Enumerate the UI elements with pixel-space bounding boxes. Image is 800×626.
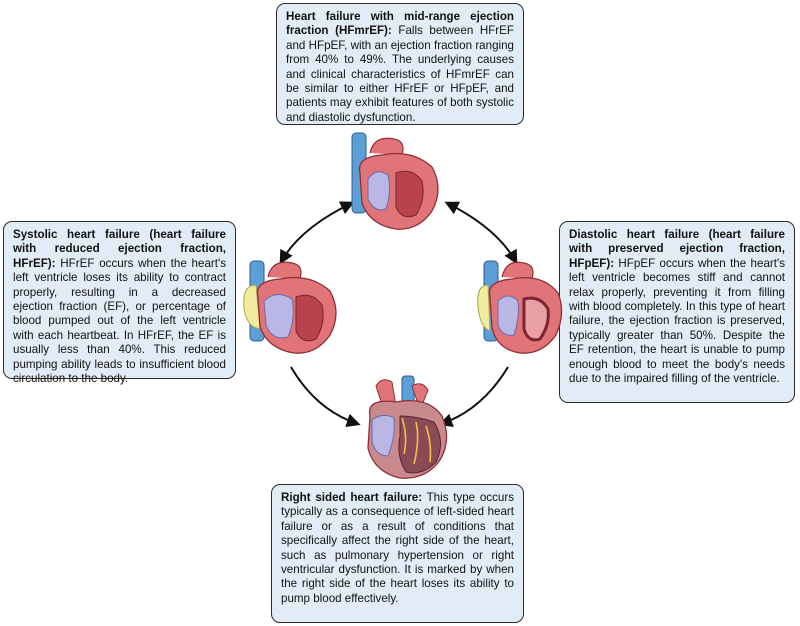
heart-mid-range-icon xyxy=(351,132,439,230)
right-sided-text: This type occurs typically as a conseque… xyxy=(281,491,514,605)
hfref-text: HFrEF occurs when the heart's left ventr… xyxy=(13,256,226,386)
hfpef-text: HFpEF occurs when the heart's left ventr… xyxy=(569,256,785,386)
hfmref-heading: Heart failure with mid-range ejection fr… xyxy=(286,10,514,38)
right-sided-heading: Right sided heart failure: xyxy=(281,491,423,504)
hfpef-description-box: Diastolic heart failure (heart failure w… xyxy=(559,221,795,403)
hfmref-text: Falls between HFrEF and HFpEF, with an e… xyxy=(286,24,514,124)
hfpef-heading: Diastolic heart failure (heart failure w… xyxy=(569,228,785,270)
hfmref-description-box: Heart failure with mid-range ejection fr… xyxy=(276,3,524,125)
hfref-heading: Systolic heart failure (heart failure wi… xyxy=(13,228,226,270)
right-sided-description-box: Right sided heart failure: This type occ… xyxy=(271,484,524,623)
heart-reduced-ef-icon xyxy=(243,260,337,354)
heart-right-sided-icon xyxy=(367,375,448,479)
arrow-top-right xyxy=(444,201,518,265)
arrow-top-left xyxy=(279,201,355,265)
hfref-description-box: Systolic heart failure (heart failure wi… xyxy=(3,221,236,385)
arrow-right-bottom xyxy=(438,366,509,428)
heart-preserved-ef-icon xyxy=(477,260,563,354)
arrow-left-bottom xyxy=(290,366,361,428)
